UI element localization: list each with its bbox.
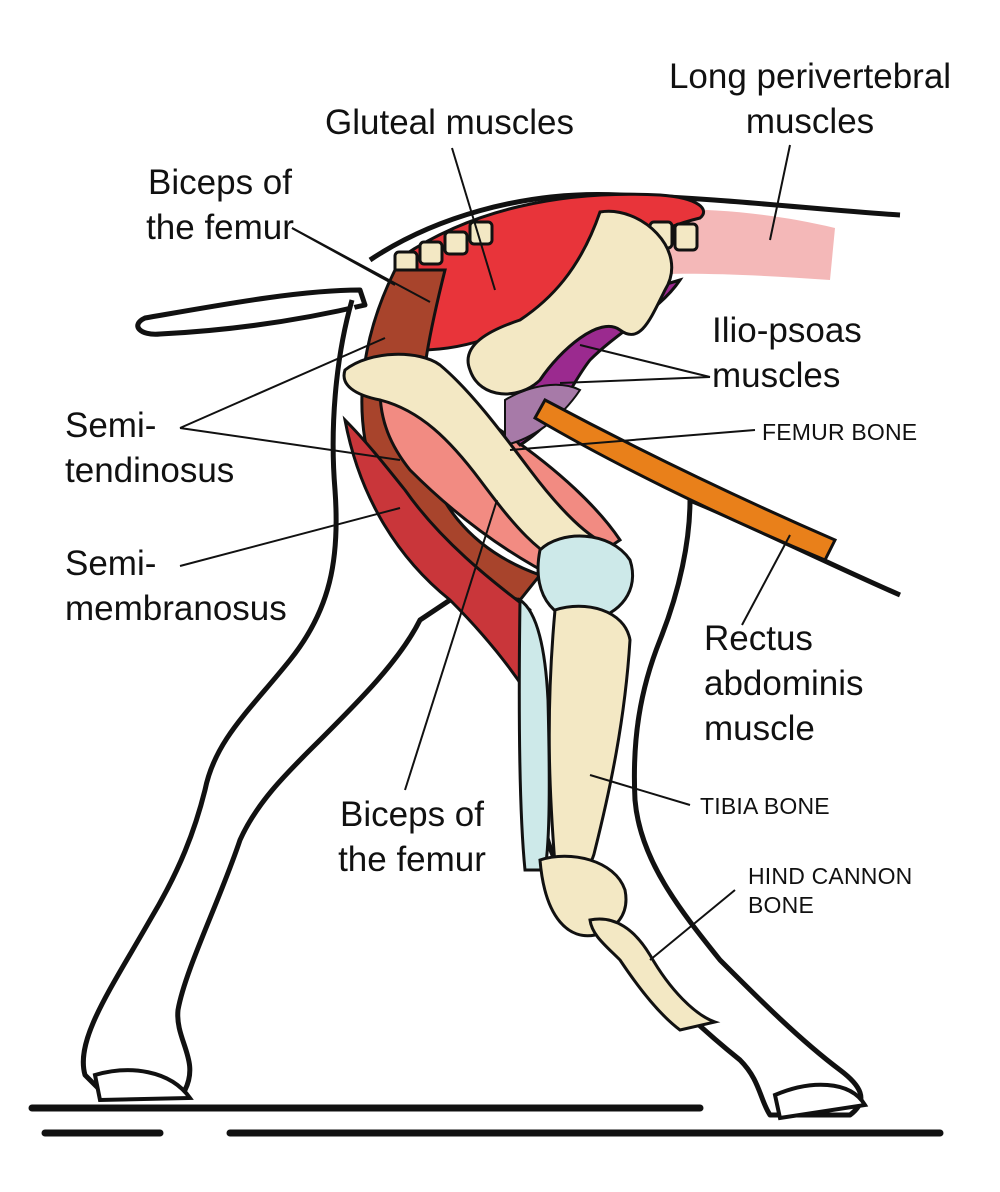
- leader-semitendinosus-2: [179, 427, 401, 461]
- leader-long-perivertebral: [769, 144, 791, 241]
- vertebrae: [393, 220, 699, 276]
- leader-semitendinosus-1: [179, 337, 386, 429]
- label-semimembranosus: Semi- membranosus: [65, 544, 287, 628]
- label-biceps-of-femur-bottom: Biceps of the femur: [338, 795, 486, 879]
- label-ilio-psoas-muscles: Ilio-psoas muscles: [712, 311, 862, 395]
- label-long-perivertebral-muscles: Long perivertebral muscles: [668, 57, 952, 141]
- ground-lines: [28, 1104, 944, 1137]
- label-rectus-abdominis-muscle: Rectus abdominis muscle: [704, 619, 864, 748]
- rear-hoof: [92, 1068, 194, 1103]
- leader-biceps-bottom: [404, 499, 498, 791]
- leader-ilio-psoas-1: [579, 344, 711, 378]
- label-femur-bone: FEMUR BONE: [762, 419, 918, 445]
- label-biceps-of-femur-top: Biceps of the femur: [146, 163, 294, 247]
- leader-ilio-psoas-2: [559, 376, 711, 384]
- leader-tibia: [589, 774, 691, 806]
- leader-semimembranosus: [179, 507, 401, 567]
- tibia-cartilage-strip: [517, 597, 551, 872]
- label-semitendinosus: Semi- tendinosus: [65, 406, 235, 490]
- leader-femur: [509, 429, 756, 451]
- label-gluteal-muscles: Gluteal muscles: [325, 103, 574, 142]
- label-tibia-bone: TIBIA BONE: [700, 793, 830, 819]
- hock-bones: [538, 854, 628, 938]
- tail: [135, 287, 368, 337]
- near-hoof: [772, 1082, 869, 1121]
- leader-lines: [179, 144, 791, 961]
- rear-leg-outline: [80, 299, 452, 1093]
- stifle-cartilage: [536, 534, 635, 623]
- hind-cannon-bone: [588, 917, 721, 1032]
- leader-biceps-top-2: [291, 227, 396, 286]
- rectus-abdominis-muscle: [532, 397, 838, 562]
- leader-rectus: [741, 534, 791, 626]
- label-hind-cannon-bone: HIND CANNON BONE: [748, 863, 913, 918]
- pelvis-bone: [466, 209, 674, 396]
- leader-hind-cannon: [649, 889, 736, 961]
- leader-gluteal: [451, 147, 496, 291]
